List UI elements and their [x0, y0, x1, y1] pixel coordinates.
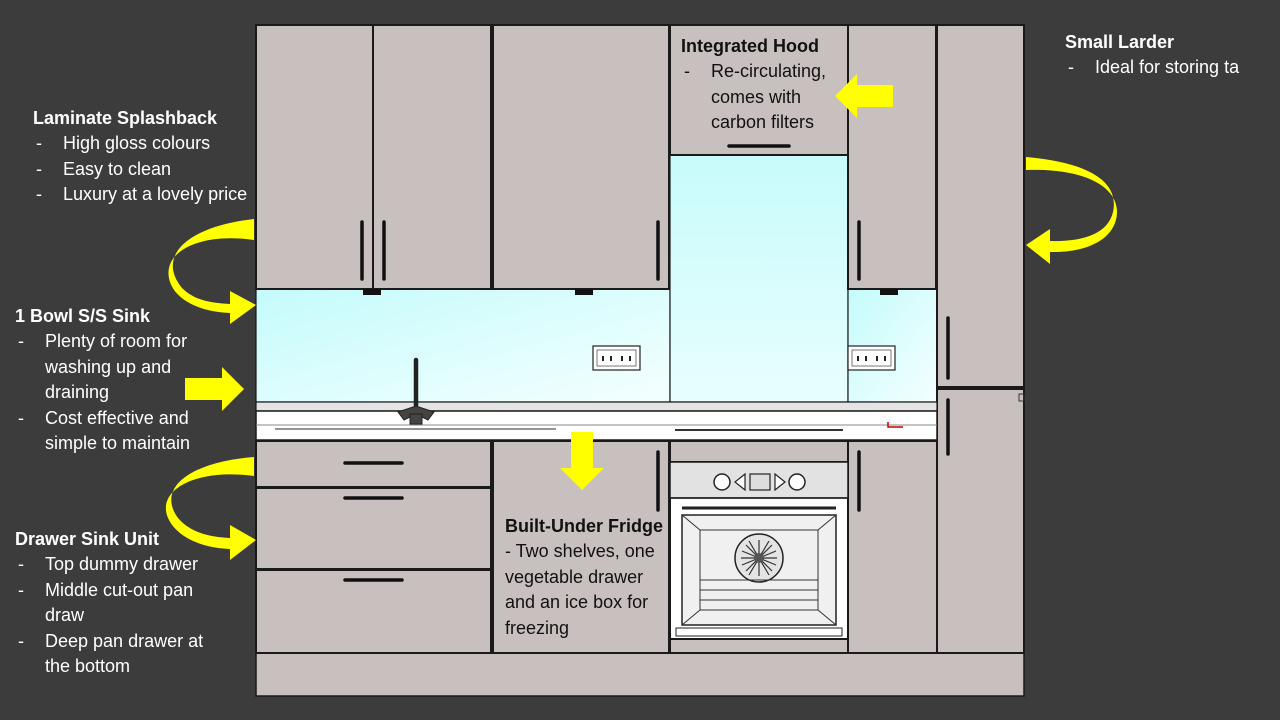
splashback-note: Laminate Splashback High gloss colours E…: [33, 105, 248, 208]
sink-heading: 1 Bowl S/S Sink: [15, 306, 151, 326]
straight-arrow-icon: [560, 432, 604, 490]
tap-icon: [397, 357, 435, 425]
drawer-unit-point: Top dummy drawer: [15, 552, 230, 578]
splashback-point: Easy to clean: [33, 157, 248, 183]
plinth: [255, 652, 1025, 697]
hood-note: Integrated Hood Re-circulating, comes wi…: [681, 33, 841, 136]
curved-arrow-icon: [1026, 157, 1118, 264]
fridge-note: Built-Under Fridge - Two shelves, one ve…: [505, 513, 665, 641]
splashback-point: High gloss colours: [33, 131, 248, 157]
drawer-unit-heading: Drawer Sink Unit: [15, 529, 160, 549]
worktop: [255, 401, 938, 441]
double-socket-icon: [592, 345, 641, 371]
larder-unit: [936, 24, 1025, 654]
base-handles: [343, 450, 861, 582]
wall-cabinet-door: [255, 24, 374, 290]
drawer-unit-point: Middle cut-out pan draw: [15, 578, 230, 629]
larder-point: Ideal for storing ta: [1065, 55, 1275, 81]
sink-point: Cost effective and simple to maintain: [15, 406, 220, 457]
curved-arrow-icon: [165, 457, 256, 560]
larder-note: Small Larder Ideal for storing ta: [1065, 29, 1275, 81]
deep-pan-drawer: [255, 569, 492, 654]
hood-point: Re-circulating, comes with carbon filter…: [681, 59, 841, 136]
hood-heading: Integrated Hood: [681, 36, 819, 56]
oven: [669, 461, 849, 640]
wall-cabinet-door: [492, 24, 670, 290]
fridge-text: - Two shelves, one vegetable drawer and …: [505, 541, 655, 638]
sink-note: 1 Bowl S/S Sink Plenty of room for washi…: [15, 303, 220, 457]
under-cabinet-lights: [363, 289, 898, 295]
curved-arrow-icon: [168, 219, 256, 324]
wall-cabinet-handles: [360, 144, 861, 281]
base-door: [847, 440, 938, 654]
drawer-unit-note: Drawer Sink Unit Top dummy drawer Middle…: [15, 526, 230, 680]
splashback-hood: [669, 154, 849, 403]
double-socket-icon: [847, 345, 896, 371]
wall-cabinet-door: [372, 24, 492, 290]
sink-point: Plenty of room for washing up and draini…: [15, 329, 220, 406]
pan-drawer: [255, 487, 492, 570]
wall-cabinet-door: [847, 24, 937, 290]
drawer-unit-point: Deep pan drawer at the bottom: [15, 629, 230, 680]
wall-cabinets: [255, 24, 937, 290]
splashback-heading: Laminate Splashback: [33, 108, 218, 128]
oven-fan-icon: [734, 533, 784, 583]
larder-heading: Small Larder: [1065, 32, 1175, 52]
fridge-heading: Built-Under Fridge: [505, 516, 663, 536]
splashback-point: Luxury at a lovely price: [33, 182, 248, 208]
straight-arrow-icon: [835, 74, 893, 118]
